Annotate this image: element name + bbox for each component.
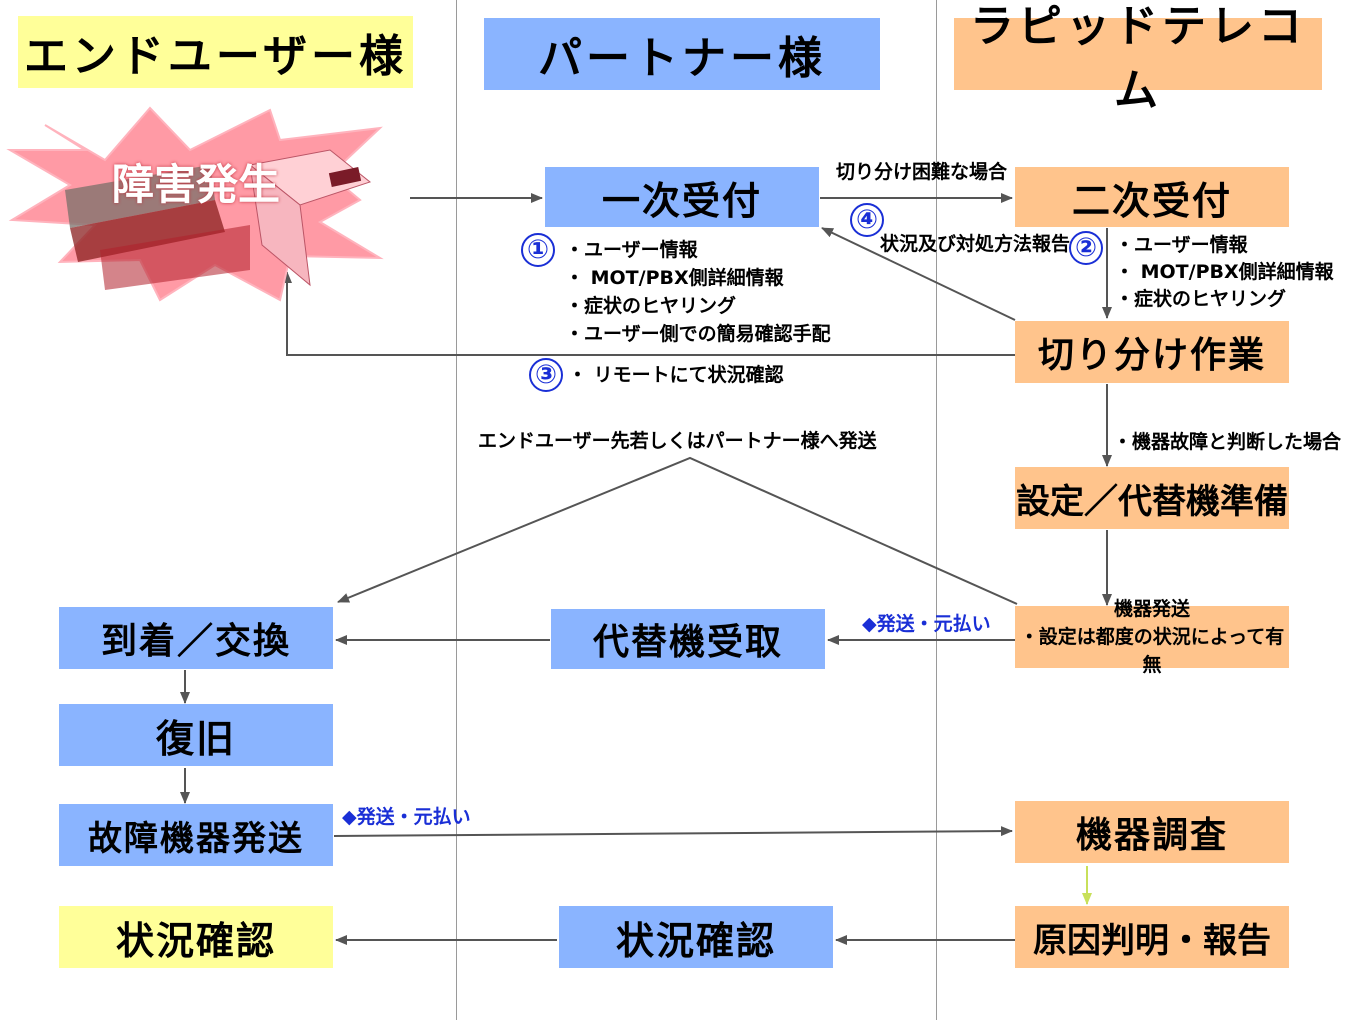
arrow-faulty-to-investigation bbox=[333, 826, 1013, 837]
ship-destination-label: エンドユーザー先若しくはパートナー様へ発送 bbox=[478, 430, 877, 452]
isolation-work-box: 切り分け作業 bbox=[1015, 321, 1289, 383]
device-shipping-title: 機器発送 bbox=[1113, 598, 1190, 620]
first-item-mot-pbx: ・ MOT/PBX側詳細情報 bbox=[565, 267, 784, 289]
step-number-4: ④ bbox=[850, 203, 884, 237]
second-item-user-info: ・ユーザー情報 bbox=[1115, 234, 1248, 256]
second-item-hearing: ・症状のヒヤリング bbox=[1115, 288, 1287, 310]
lane-header-partner: パートナー様 bbox=[484, 18, 880, 90]
device-shipping-box: 機器発送 ・設定は都度の状況によって有無 bbox=[1015, 598, 1289, 676]
incident-label: 障害発生 bbox=[112, 160, 281, 209]
first-reception-box: 一次受付 bbox=[545, 167, 819, 227]
lane-header-rapid: ラピッドテレコム bbox=[954, 1, 1322, 116]
step-number-1: ① bbox=[521, 233, 555, 267]
lane-divider-left bbox=[456, 0, 457, 1020]
lane-header-end-user: エンドユーザー様 bbox=[18, 16, 413, 88]
ship-prepaid-label-upper: ◆発送・元払い bbox=[862, 613, 991, 635]
incident-burst-shape bbox=[6, 106, 384, 302]
first-item-simple-check: ・ユーザー側での簡易確認手配 bbox=[565, 323, 831, 345]
device-investigation-box: 機器調査 bbox=[1015, 801, 1289, 863]
second-item-mot-pbx: ・ MOT/PBX側詳細情報 bbox=[1115, 261, 1334, 283]
arrow-shipping-to-arrival bbox=[337, 456, 1018, 605]
first-item-user-info: ・ユーザー情報 bbox=[565, 239, 698, 261]
step-number-3: ③ bbox=[529, 358, 563, 392]
equipment-failure-label: ・機器故障と判断した場合 bbox=[1113, 431, 1342, 453]
arrival-exchange-box: 到着／交換 bbox=[59, 607, 333, 669]
step-number-2: ② bbox=[1069, 231, 1103, 265]
lane-divider-right bbox=[936, 0, 937, 1020]
ship-prepaid-label-lower: ◆発送・元払い bbox=[342, 806, 471, 828]
remote-check-label: ・ リモートにて状況確認 bbox=[568, 364, 784, 386]
status-check-partner-box: 状況確認 bbox=[559, 906, 833, 968]
replacement-receipt-box: 代替機受取 bbox=[551, 609, 825, 669]
second-reception-box: 二次受付 bbox=[1015, 167, 1289, 227]
cause-report-box: 原因判明・報告 bbox=[1015, 906, 1289, 968]
device-shipping-note: ・設定は都度の状況によって有無 bbox=[1019, 626, 1285, 676]
recovery-box: 復旧 bbox=[59, 704, 333, 766]
arrow-isolation-to-incident bbox=[282, 271, 1015, 356]
first-item-hearing: ・症状のヒヤリング bbox=[565, 295, 737, 317]
faulty-device-shipping-box: 故障機器発送 bbox=[59, 804, 333, 866]
arrow-isolation-to-first bbox=[821, 227, 1016, 321]
status-report-label: 状況及び対処方法報告 bbox=[880, 233, 1071, 255]
status-check-user-box: 状況確認 bbox=[59, 906, 333, 968]
settings-prep-box: 設定／代替機準備 bbox=[1015, 467, 1289, 529]
difficult-isolation-label: 切り分け困難な場合 bbox=[836, 161, 1008, 183]
